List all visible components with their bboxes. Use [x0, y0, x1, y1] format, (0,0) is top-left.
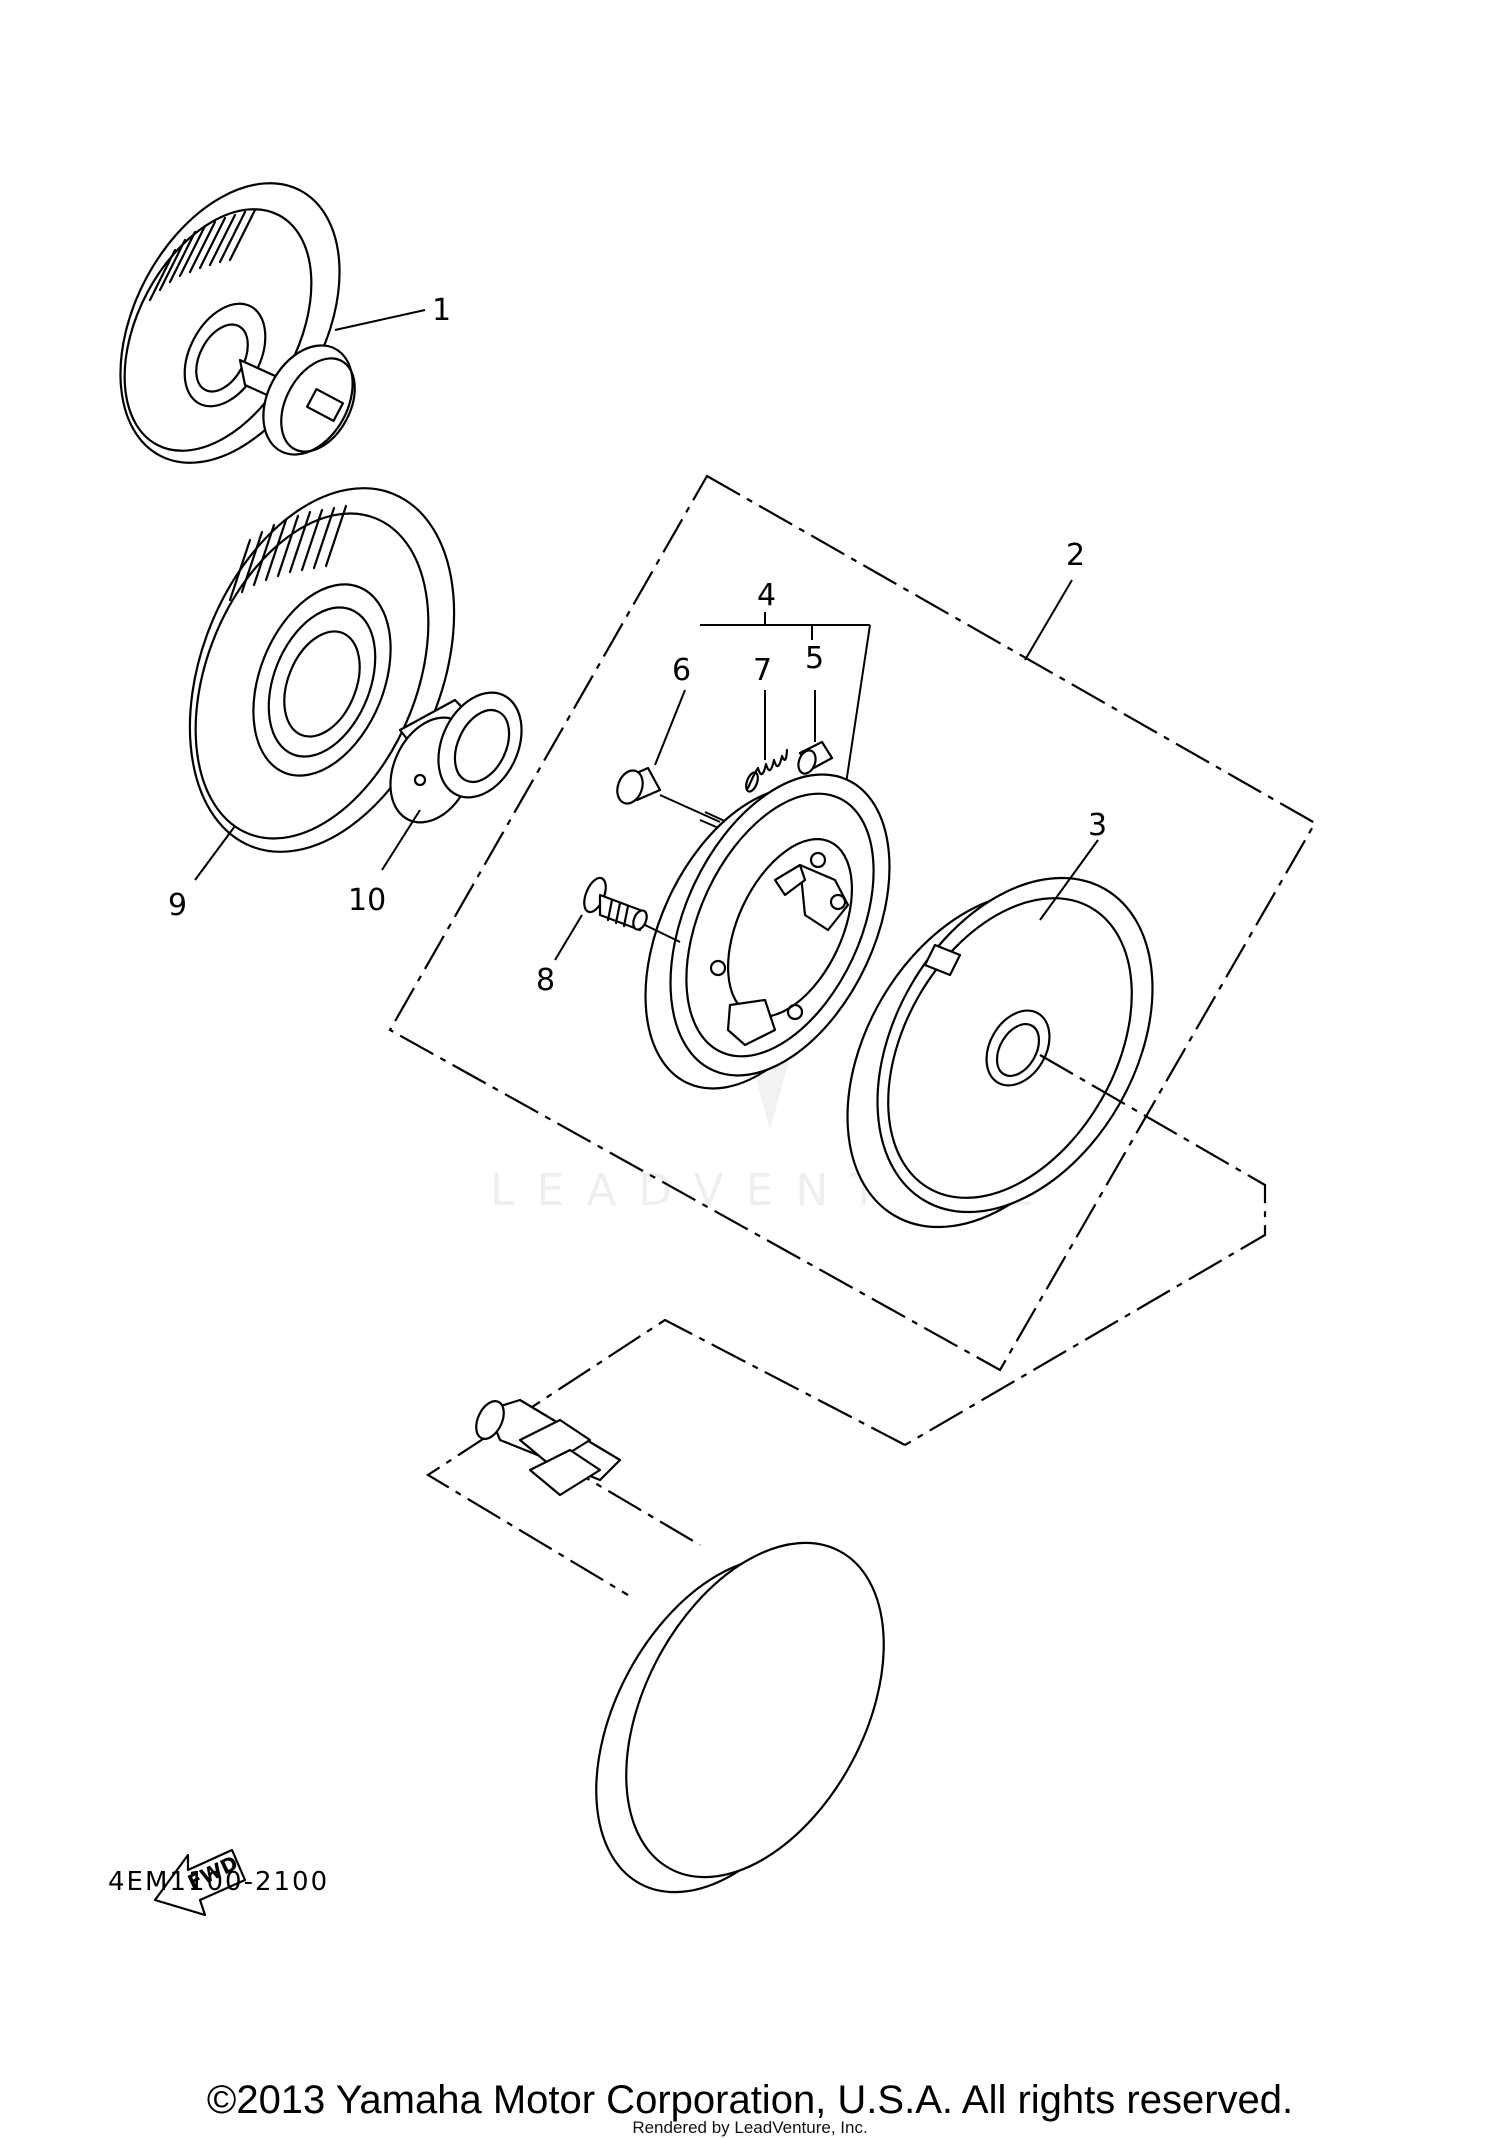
part-3-housing [846, 876, 1154, 1229]
leader-3 [1039, 839, 1099, 921]
part-7-spring [745, 748, 789, 793]
callout-6: 6 [672, 653, 691, 688]
leader-6-line [659, 794, 721, 823]
axis-to-rotor [904, 1054, 1267, 1446]
callout-8: 8 [536, 963, 555, 998]
leader-6 [654, 689, 686, 766]
leader-10 [381, 809, 421, 871]
clutch-plate [644, 773, 891, 1090]
axis-loop [425, 1318, 906, 1596]
part-1-idle-gear [119, 182, 356, 464]
part-8-bolt [583, 876, 648, 932]
part-10-collar [389, 691, 523, 824]
callout-5: 5 [805, 641, 824, 676]
callout-10: 10 [348, 883, 386, 918]
copyright-notice: ©2013 Yamaha Motor Corporation, U.S.A. A… [206, 2078, 1294, 2122]
callout-4: 4 [757, 578, 776, 613]
bolt-axis [644, 924, 681, 943]
part-9-gear [188, 487, 456, 853]
diagram-code: 4EM1100-2100 [108, 1867, 329, 1897]
callout-1: 1 [432, 293, 451, 328]
assembly-2-boundary [388, 474, 1317, 1372]
part-6-roller [616, 766, 662, 805]
leader-9 [194, 825, 236, 881]
rendered-by-notice: Rendered by LeadVenture, Inc. [632, 2118, 868, 2137]
callout-9: 9 [168, 888, 187, 923]
leader-1 [334, 309, 426, 331]
bracket-4 [700, 612, 871, 811]
leader-2 [1024, 579, 1073, 661]
leader-8 [554, 914, 583, 961]
callout-7: 7 [753, 653, 772, 688]
part-5-plunger [797, 740, 834, 775]
callout-3: 3 [1088, 808, 1107, 843]
rotor [475, 1398, 885, 1894]
callout-2: 2 [1066, 538, 1085, 573]
